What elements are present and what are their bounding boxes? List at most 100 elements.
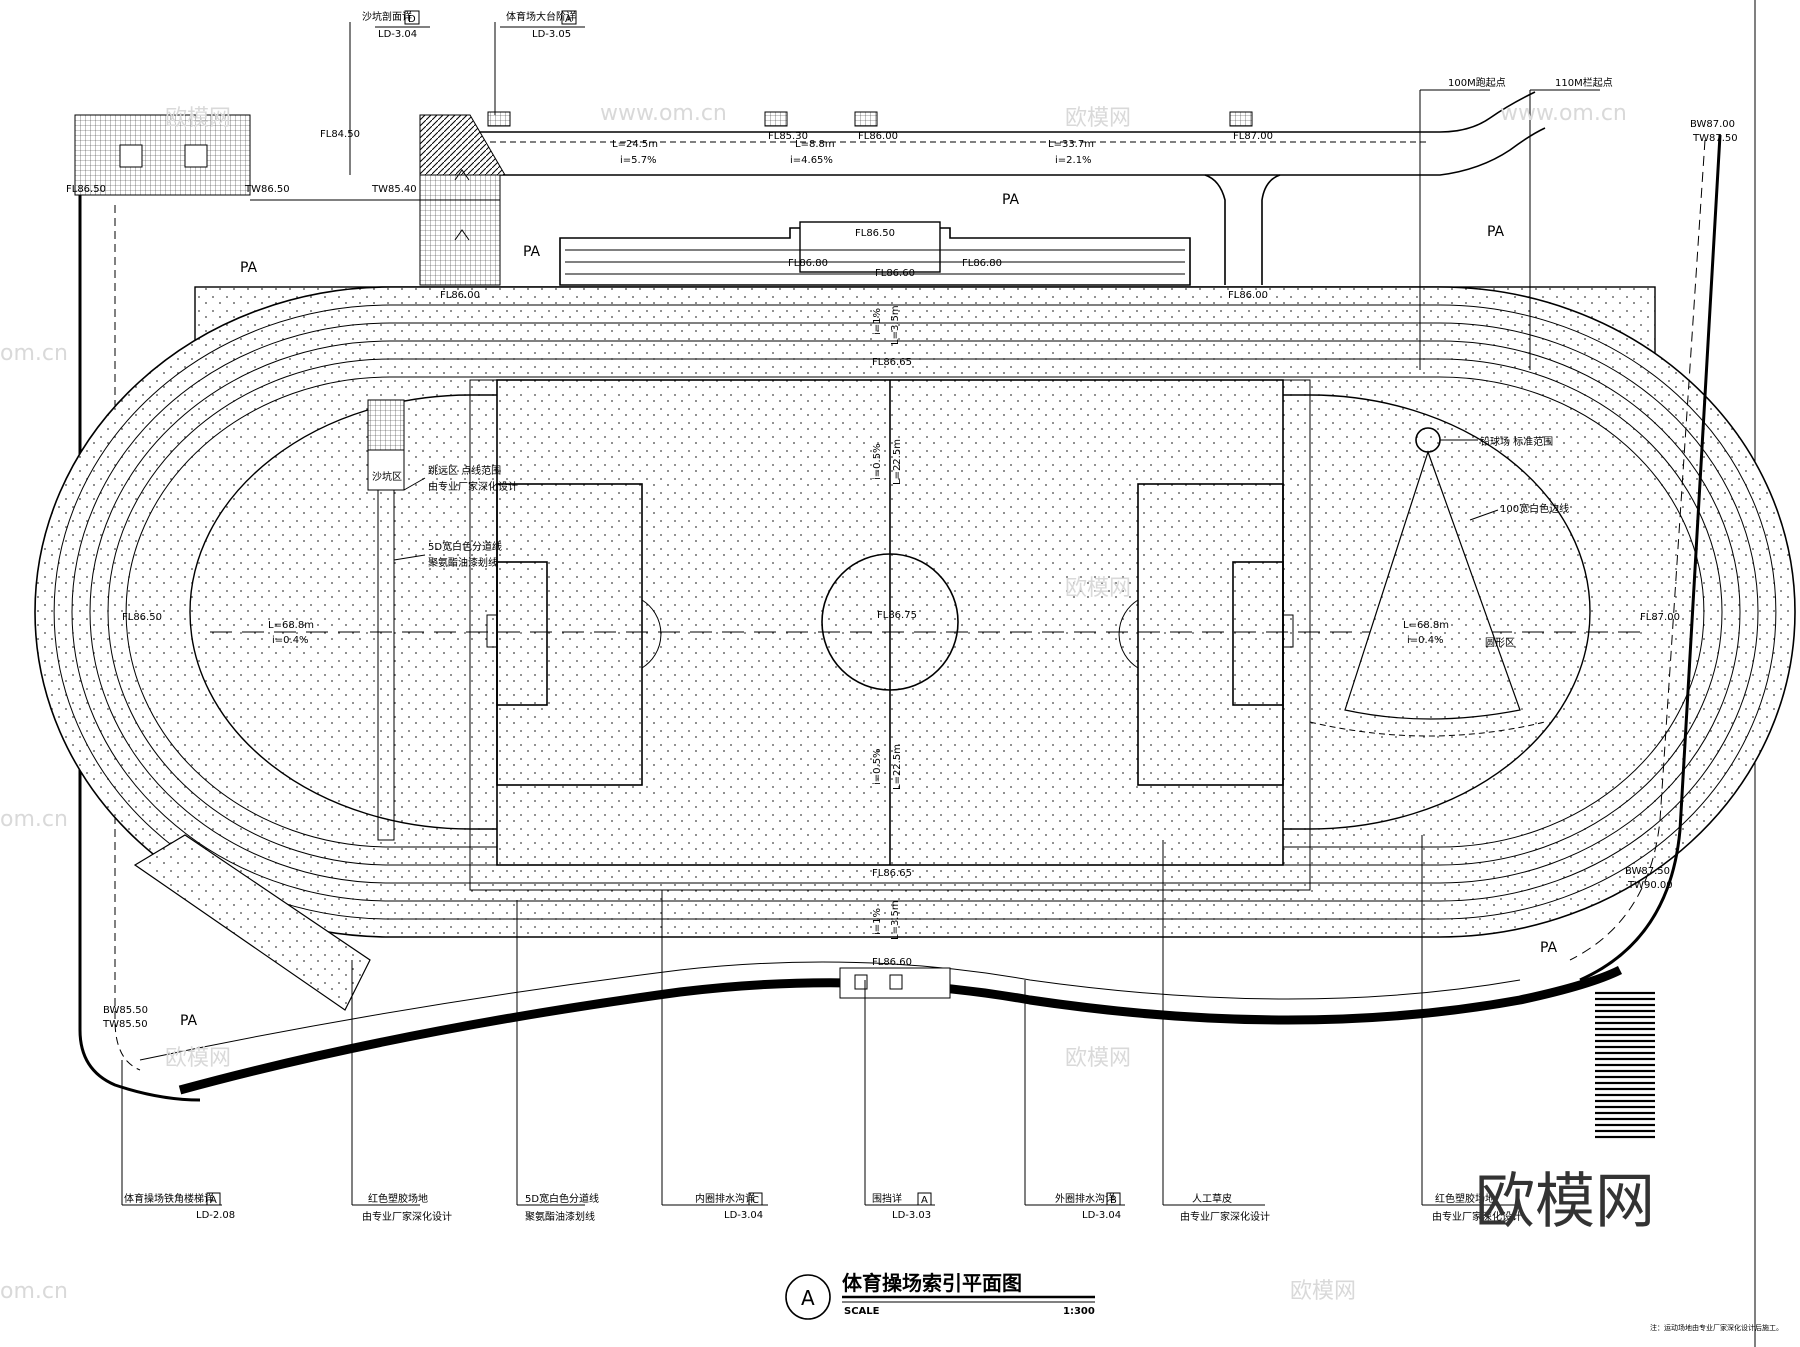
svg-text:人工草皮: 人工草皮 <box>1192 1192 1232 1205</box>
svg-text:BW87.00: BW87.00 <box>1690 119 1735 130</box>
svg-text:TW85.50: TW85.50 <box>102 1019 148 1030</box>
svg-text:i=2.1%: i=2.1% <box>1055 155 1092 166</box>
svg-text:100宽白色边线: 100宽白色边线 <box>1500 502 1569 515</box>
view-letter: A <box>801 1286 815 1310</box>
svg-text:LD-3.03: LD-3.03 <box>892 1210 931 1221</box>
svg-text:FL86.80: FL86.80 <box>962 258 1002 269</box>
area-label-pa: PA <box>180 1013 198 1029</box>
svg-text:LD-3.04: LD-3.04 <box>378 29 417 40</box>
svg-text:LD-2.08: LD-2.08 <box>196 1210 235 1221</box>
svg-text:聚氨酯油漆划线: 聚氨酯油漆划线 <box>525 1210 595 1223</box>
scale-label: SCALE <box>844 1306 880 1317</box>
svg-text:i=0.4%: i=0.4% <box>1407 635 1444 646</box>
area-label-pa: PA <box>1002 192 1020 208</box>
svg-text:内圈排水沟详: 内圈排水沟详 <box>695 1192 755 1205</box>
svg-text:LD-3.05: LD-3.05 <box>532 29 571 40</box>
svg-text:TW87.50: TW87.50 <box>1692 133 1738 144</box>
svg-text:欧模网: 欧模网 <box>1065 106 1131 131</box>
svg-text:A: A <box>210 1195 217 1206</box>
svg-text:FL86.50: FL86.50 <box>855 228 895 239</box>
svg-text:FL86.60: FL86.60 <box>872 957 912 968</box>
svg-text:沙坑区: 沙坑区 <box>372 470 402 483</box>
svg-text:圆形区: 圆形区 <box>1485 637 1515 649</box>
svg-text:FL86.65: FL86.65 <box>872 868 912 879</box>
svg-text:跳远区 点线范围: 跳远区 点线范围 <box>428 464 501 477</box>
svg-text:FL86.65: FL86.65 <box>872 357 912 368</box>
svg-text:红色塑胶场地: 红色塑胶场地 <box>368 1192 428 1205</box>
scale-value: 1:300 <box>1063 1306 1095 1317</box>
svg-text:BW87.50: BW87.50 <box>1625 866 1670 877</box>
svg-text:A: A <box>921 1195 928 1206</box>
area-label-pa: PA <box>240 260 258 276</box>
svg-text:FL86.80: FL86.80 <box>788 258 828 269</box>
svg-text:www.om.cn: www.om.cn <box>600 101 727 126</box>
svg-text:110M栏起点: 110M栏起点 <box>1555 76 1613 89</box>
svg-text:i=0.5%: i=0.5% <box>872 443 883 480</box>
svg-text:om.cn: om.cn <box>0 1279 68 1304</box>
svg-text:D: D <box>408 14 416 25</box>
svg-text:LD-3.04: LD-3.04 <box>724 1210 763 1221</box>
callout-110m-start: 110M栏起点 <box>1529 76 1613 370</box>
svg-text:L=3.5m: L=3.5m <box>890 900 901 940</box>
svg-text:聚氨酯油漆划线: 聚氨酯油漆划线 <box>428 556 498 569</box>
area-label-pa: PA <box>523 244 541 260</box>
svg-text:FL86.00: FL86.00 <box>858 131 898 142</box>
svg-text:i=0.5%: i=0.5% <box>872 748 883 785</box>
svg-text:由专业厂家深化设计: 由专业厂家深化设计 <box>1180 1210 1270 1223</box>
callout-steps-detail: 体育场大台阶详 A LD-3.05 <box>494 10 585 115</box>
svg-text:5D宽白色分道线: 5D宽白色分道线 <box>428 540 502 553</box>
callout-sandpit-section: 沙坑剖面详 D LD-3.04 <box>349 10 430 175</box>
left-drainage-channel <box>78 195 500 1102</box>
svg-text:i=1%: i=1% <box>872 908 883 935</box>
svg-text:FL86.50: FL86.50 <box>122 612 162 623</box>
svg-text:FL84.50: FL84.50 <box>320 129 360 140</box>
svg-text:L=22.5m: L=22.5m <box>892 744 903 790</box>
svg-text:LD-3.04: LD-3.04 <box>1082 1210 1121 1221</box>
svg-text:TW85.40: TW85.40 <box>371 184 417 195</box>
svg-text:FL86.75: FL86.75 <box>877 610 917 621</box>
svg-text:围挡详: 围挡详 <box>872 1192 902 1205</box>
area-label-pa: PA <box>1487 224 1505 240</box>
svg-text:欧模网: 欧模网 <box>165 106 231 131</box>
svg-text:www.om.cn: www.om.cn <box>1500 101 1627 126</box>
svg-text:TW86.50: TW86.50 <box>244 184 290 195</box>
svg-text:C: C <box>752 1195 759 1206</box>
svg-text:FL87.00: FL87.00 <box>1233 131 1273 142</box>
svg-text:i=5.7%: i=5.7% <box>620 155 657 166</box>
svg-text:L=68.8m: L=68.8m <box>1403 620 1449 631</box>
svg-text:FL86.00: FL86.00 <box>1228 290 1268 301</box>
svg-text:FL86.00: FL86.00 <box>440 290 480 301</box>
construction-note: 注：运动场地由专业厂家深化设计后施工。 <box>1650 1323 1783 1332</box>
svg-text:i=1%: i=1% <box>872 308 883 335</box>
svg-text:100M跑起点: 100M跑起点 <box>1448 76 1506 89</box>
bottom-callouts: 体育操场铁角楼梯详 A LD-2.08 红色塑胶场地 由专业厂家深化设计 5D宽… <box>121 835 1522 1223</box>
svg-text:om.cn: om.cn <box>0 341 68 366</box>
svg-text:由专业厂家深化设计: 由专业厂家深化设计 <box>362 1210 452 1223</box>
svg-text:由专业厂家深化设计: 由专业厂家深化设计 <box>428 480 518 493</box>
svg-text:L=3.5m: L=3.5m <box>890 305 901 345</box>
svg-text:FL85.30: FL85.30 <box>768 131 808 142</box>
svg-text:om.cn: om.cn <box>0 807 68 832</box>
svg-text:L=22.5m: L=22.5m <box>892 439 903 485</box>
svg-text:体育场大台阶详: 体育场大台阶详 <box>506 10 576 23</box>
svg-text:FL86.50: FL86.50 <box>66 184 106 195</box>
football-field <box>210 379 1650 891</box>
drawing-title-block: A 体育操场索引平面图 SCALE 1:300 <box>785 1271 1095 1320</box>
svg-text:沙坑剖面详: 沙坑剖面详 <box>362 10 412 23</box>
svg-text:L=68.8m: L=68.8m <box>268 620 314 631</box>
bottom-drainage-wall <box>139 961 1655 1140</box>
svg-text:L=33.7m: L=33.7m <box>1048 139 1094 150</box>
area-label-pa: PA <box>1540 940 1558 956</box>
svg-text:A: A <box>565 14 572 25</box>
svg-text:BW85.50: BW85.50 <box>103 1005 148 1016</box>
svg-text:欧模网: 欧模网 <box>1065 1046 1131 1071</box>
callout-100m-start: 100M跑起点 <box>1419 76 1506 370</box>
svg-text:欧模网: 欧模网 <box>165 1046 231 1071</box>
svg-text:5D宽白色分道线: 5D宽白色分道线 <box>525 1192 599 1205</box>
top-road <box>440 91 1546 285</box>
watermark-layer: 欧模网 www.om.cn 欧模网 www.om.cn om.cn 欧模网 om… <box>0 101 1655 1304</box>
svg-text:红色塑胶场地: 红色塑胶场地 <box>1435 1192 1495 1205</box>
svg-text:铅球场 标准范围: 铅球场 标准范围 <box>1480 435 1553 448</box>
long-jump-area <box>367 399 405 841</box>
